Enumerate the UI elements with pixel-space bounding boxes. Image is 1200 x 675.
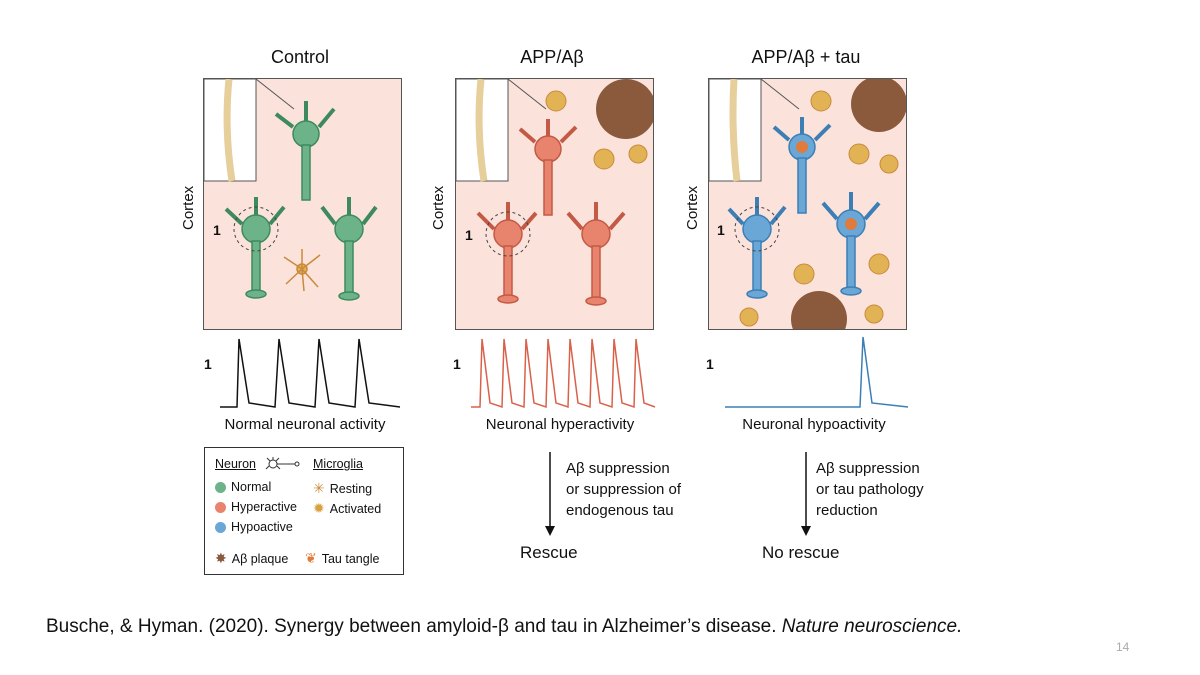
activated-microglia-legend-icon: ✹ [313, 500, 325, 516]
legend-hyperactive: Hyperactive [215, 500, 297, 514]
outcome-no-rescue: No rescue [762, 543, 840, 562]
citation-text: Busche, & Hyman. (2020). Synergy between… [46, 616, 782, 637]
hyperactive-neuron-icon [476, 119, 626, 306]
neuron-symbol-icon [265, 457, 300, 470]
rescue-arrow-1 [545, 452, 555, 536]
abeta-plaque-icon [596, 79, 653, 139]
trace-marker-2: 1 [453, 356, 461, 372]
legend: Neuron Microglia Normal Hyperactive Hypo… [204, 447, 404, 575]
trace-marker-1: 1 [204, 356, 212, 372]
citation: Busche, & Hyman. (2020). Synergy between… [46, 616, 962, 638]
legend-plaque-label: Aβ plaque [231, 551, 289, 566]
legend-hypoactive: Hypoactive [215, 520, 293, 534]
rescue-note-1: Aβ suppression or suppression of endogen… [566, 458, 681, 521]
resting-microglia-legend-icon: ✳ [313, 480, 325, 496]
legend-hyperactive-label: Hyperactive [231, 500, 297, 514]
note-1-line-2: or suppression of [566, 481, 682, 498]
panel-title-app-abeta-tau: APP/Aβ + tau [751, 47, 861, 67]
legend-neuron-header: Neuron [215, 457, 256, 471]
legend-microglia-header: Microglia [313, 457, 364, 471]
normal-activity-trace [220, 338, 401, 408]
rescue-arrow-2 [801, 452, 811, 536]
tangle-legend-icon: ❦ [305, 550, 317, 566]
trace-label-hyperactivity: Neuronal hyperactivity [485, 416, 635, 433]
control-neurons-drawing [204, 79, 378, 301]
hyperactive-neurons-drawing [456, 79, 653, 306]
neuron-marker-3: 1 [717, 222, 725, 238]
outcome-rescue: Rescue [520, 543, 578, 562]
legend-normal: Normal [215, 480, 271, 494]
normal-dot-icon [215, 481, 226, 493]
panel-title-app-abeta: APP/Aβ [520, 47, 584, 67]
citation-journal: Nature neuroscience. [781, 616, 963, 637]
cortex-label-2: Cortex [430, 185, 447, 230]
hyperactivity-trace [471, 338, 656, 409]
dendrite-inset-icon [223, 79, 236, 182]
normal-neuron-icon [224, 101, 378, 301]
note-2-line-3: reduction [816, 502, 878, 519]
legend-tangle: ❦ Tau tangle [305, 550, 379, 567]
cortex-label-3: Cortex [684, 185, 701, 230]
neuron-marker-1: 1 [213, 222, 221, 238]
trace-label-control: Normal neuronal activity [224, 416, 386, 433]
hypoactive-dot-icon [215, 521, 226, 533]
plaque-legend-icon: ✸ [215, 550, 227, 566]
note-2-line-1: Aβ suppression [816, 460, 920, 477]
note-2-line-2: or tau pathology [816, 481, 924, 498]
rescue-note-2: Aβ suppression or tau pathology reductio… [816, 458, 924, 521]
app-abeta-illustration [455, 78, 654, 330]
hyperactive-dot-icon [215, 501, 226, 513]
legend-tangle-label: Tau tangle [321, 551, 380, 566]
panel-title-control: Control [270, 47, 330, 67]
legend-hypoactive-label: Hypoactive [231, 520, 293, 534]
note-1-line-3: endogenous tau [566, 502, 674, 519]
resting-microglia-icon [283, 249, 321, 292]
note-1-line-1: Aβ suppression [566, 460, 670, 477]
tau-tangle-icon [796, 141, 857, 230]
legend-plaque: ✸ Aβ plaque [215, 550, 288, 567]
legend-activated: ✹ Activated [313, 500, 381, 517]
cortex-label-1: Cortex [180, 185, 197, 230]
trace-label-hypoactivity: Neuronal hypoactivity [742, 416, 886, 433]
legend-activated-label: Activated [329, 501, 382, 516]
app-abeta-tau-illustration [708, 78, 907, 330]
neuron-marker-2: 1 [465, 227, 473, 243]
slide-number: 14 [1116, 640, 1130, 654]
legend-resting-label: Resting [329, 481, 373, 496]
control-illustration [203, 78, 402, 330]
hypoactive-neurons-drawing [709, 79, 906, 329]
hypoactivity-trace [725, 336, 909, 408]
trace-marker-3: 1 [706, 356, 714, 372]
activated-microglia-icon [545, 90, 648, 170]
legend-normal-label: Normal [231, 480, 272, 494]
legend-resting: ✳ Resting [313, 480, 372, 497]
